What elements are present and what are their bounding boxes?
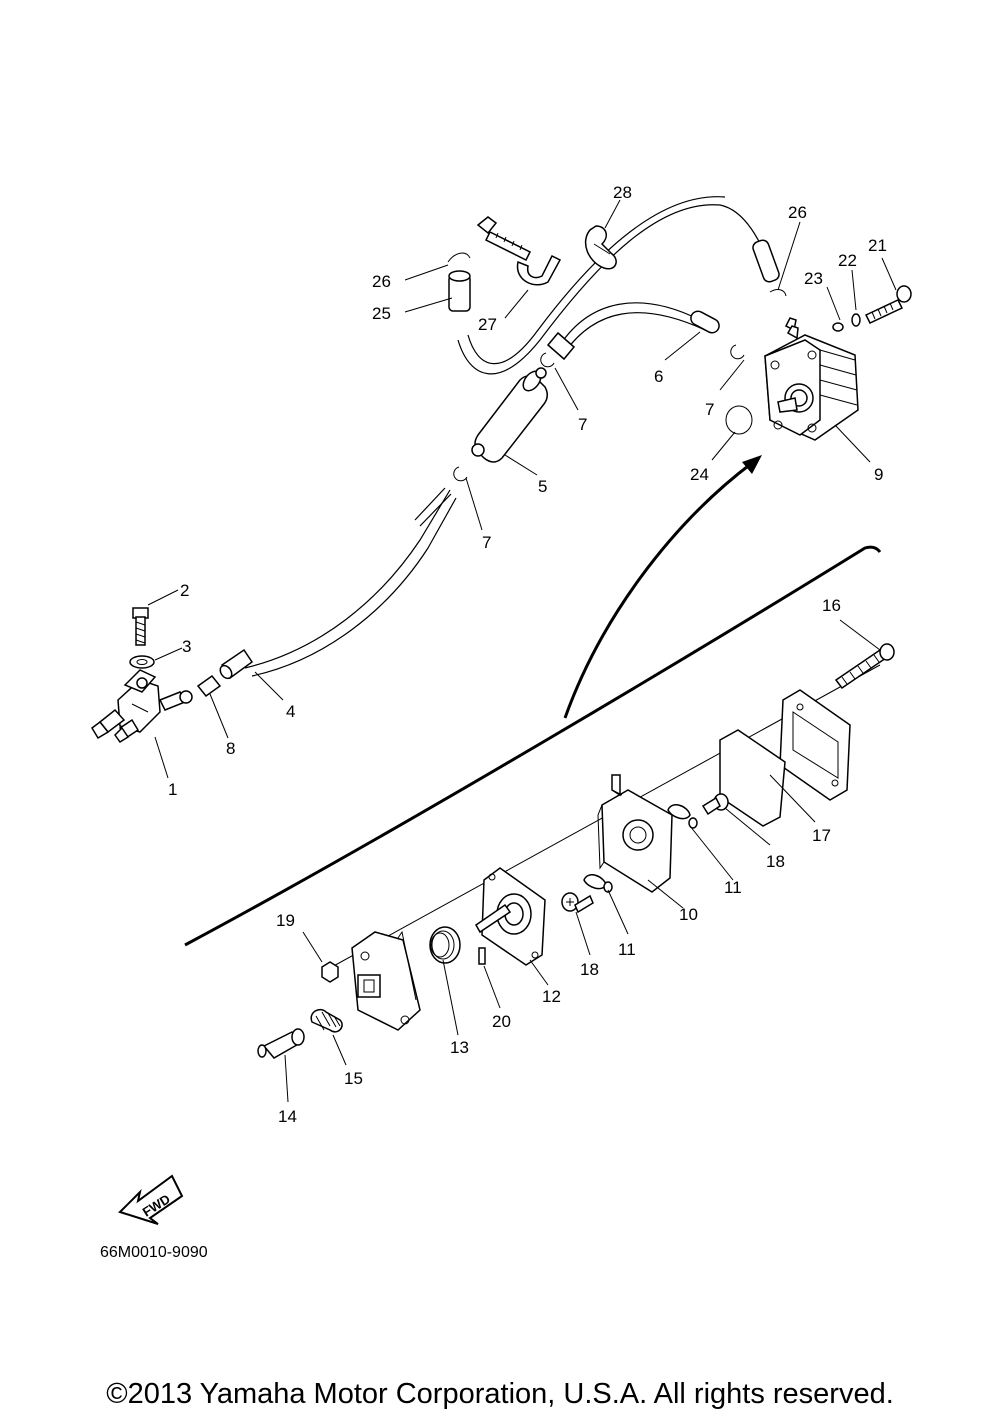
part-label-28: 28 [613,183,632,202]
part-label-2: 2 [180,581,189,600]
part-label-9: 9 [874,465,883,484]
hose-clip [584,225,617,270]
pump-cover [779,689,851,801]
part-label-17: 17 [812,826,831,845]
hose-clip-small [196,674,222,698]
part-label-15: 15 [344,1069,363,1088]
hose-clips [453,344,745,482]
fuel-connector [91,669,193,744]
part-label-18a: 18 [766,852,785,871]
part-label-12: 12 [542,987,561,1006]
nut [321,961,339,983]
fuel-pump-assembly [764,317,859,441]
part-label-19: 19 [276,911,295,930]
part-label-20: 20 [492,1012,511,1031]
part-label-1: 1 [168,780,177,799]
part-label-16: 16 [822,596,841,615]
pump-screw [701,793,729,816]
plunger [257,1028,305,1059]
connector-bolt [132,607,149,646]
part-label-5: 5 [538,477,547,496]
part-label-6: 6 [654,367,663,386]
connector-washer [129,655,155,669]
bolt-and-clamp [476,216,562,286]
spring-small [310,1008,343,1033]
part-label-7a: 7 [578,415,587,434]
part-label-25: 25 [372,304,391,323]
pump-screw-lower [561,892,594,914]
diaphragm [475,867,546,966]
fuel-hose-end [219,648,254,680]
part-label-14: 14 [278,1107,297,1126]
part-label-10: 10 [679,905,698,924]
part-label-7c: 7 [705,400,714,419]
check-valves [583,804,698,893]
part-label-4: 4 [286,702,295,721]
pin [478,947,486,965]
long-screw [834,643,895,690]
detail-arrow [563,455,762,719]
part-label-18b: 18 [580,960,599,979]
part-label-24: 24 [690,465,709,484]
part-label-27: 27 [478,315,497,334]
copyright-notice: ©2013 Yamaha Motor Corporation, U.S.A. A… [106,1378,894,1410]
pump-body [597,774,673,893]
part-label-26b: 26 [788,203,807,222]
part-label-26a: 26 [372,272,391,291]
part-label-23: 23 [804,269,823,288]
leader-lines [147,199,897,1103]
part-labels: 1 2 3 4 5 6 7 7 7 8 9 10 11 11 12 13 14 … [168,183,887,1126]
part-label-11a: 11 [724,878,742,897]
part-label-21: 21 [868,236,887,255]
spring-large [429,926,461,964]
part-label-8: 8 [226,739,235,758]
section-divider-curve [184,545,882,947]
fwd-arrow-icon: FWD [118,1174,184,1225]
part-label-7b: 7 [482,533,491,552]
o-ring [725,405,753,435]
pump-screw-set [832,285,912,332]
part-label-3: 3 [182,637,191,656]
fuel-filter [471,367,548,463]
part-label-22: 22 [838,251,857,270]
fuel-hoses [244,196,787,677]
part-label-13: 13 [450,1038,469,1057]
pump-housing [351,930,421,1031]
diagram-code: 66M0010-9090 [100,1244,208,1261]
part-label-11b: 11 [618,940,636,959]
